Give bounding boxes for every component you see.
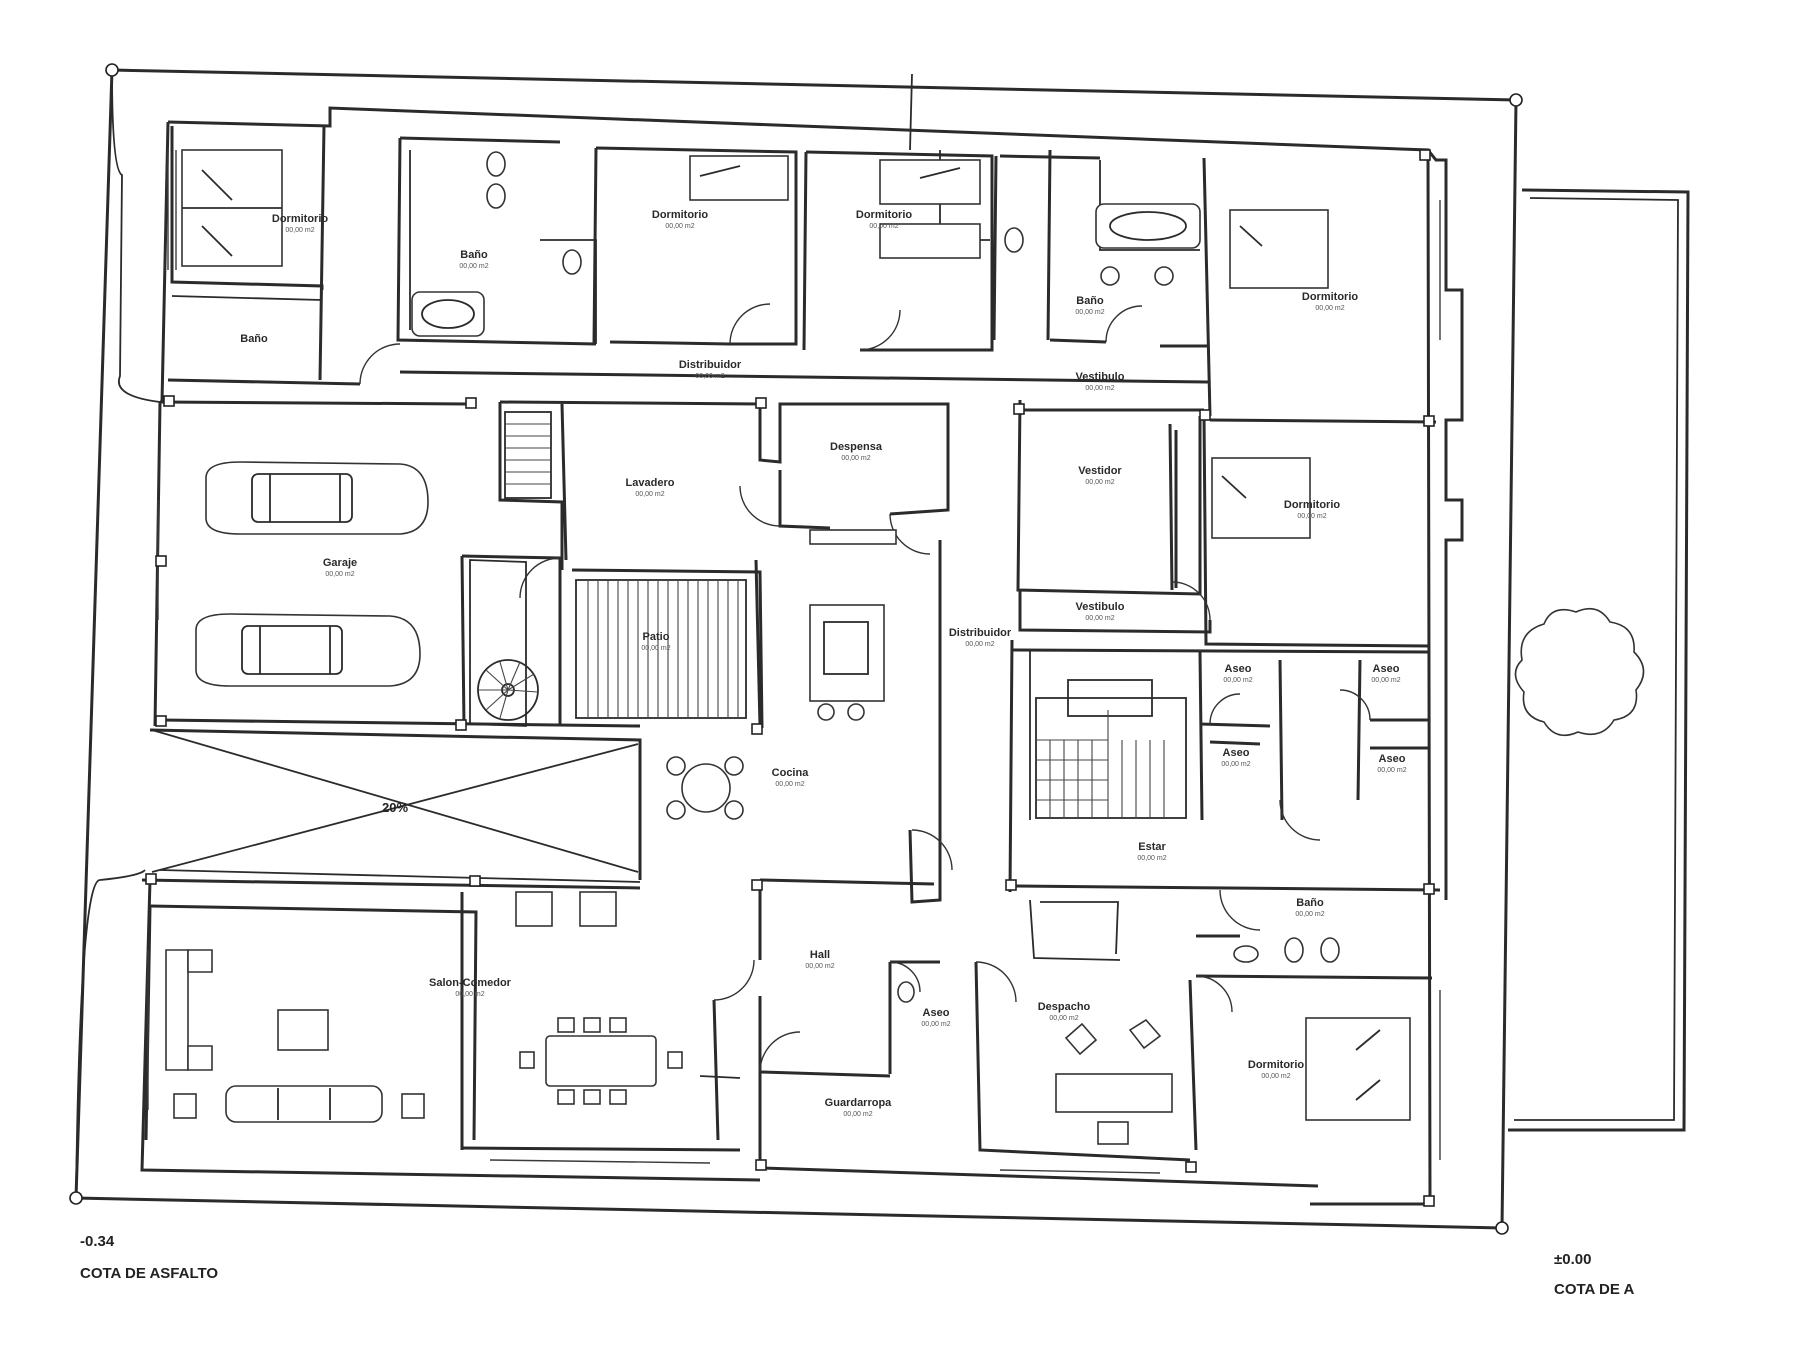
car-icon [205,461,429,535]
spiral-stair-icon [469,559,539,727]
room-label: Patio [643,631,670,643]
room-labels: Dormitorio 00,00 m2 Baño Baño 00,00 m2 D… [240,209,1406,1118]
fireplace [515,891,617,927]
table-icon [666,756,744,820]
room-area: 00,00 m2 [1075,309,1104,316]
level-annotations: -0.34 COTA DE ASFALTO ±0.00 COTA DE A [80,1233,1634,1298]
doors [359,303,1371,1073]
room-label: Distribuidor [679,359,742,371]
room-area: 00,00 m2 [1261,1073,1290,1080]
room-area: 00,00 m2 [921,1021,950,1028]
room-label: Dormitorio [272,213,329,225]
patio-hatch [575,579,747,719]
main-stair-icon [1035,679,1187,819]
kitchen-island [809,529,897,721]
room-area: 00,00 m2 [695,373,724,380]
level-left-value: -0.34 [80,1233,115,1250]
room-area: 00,00 m2 [325,571,354,578]
room-area: 00,00 m2 [1049,1015,1078,1022]
room-label: Cocina [772,767,810,779]
room-area: 00,00 m2 [1371,677,1400,684]
room-area: 00,00 m2 [841,455,870,462]
desk-icon [1055,1018,1173,1145]
room-label: Aseo [923,1007,950,1019]
room-area: 00,00 m2 [459,263,488,270]
room-label: Vestibulo [1076,601,1125,613]
room-area: 00,00 m2 [843,1111,872,1118]
ramp: 20% [149,728,642,883]
bed-icon [689,155,789,201]
north-wing-walls [167,125,1437,424]
room-area: 00,00 m2 [1221,761,1250,768]
bed-icon [879,159,981,259]
room-label: Hall [810,949,830,961]
room-label: Estar [1138,841,1166,853]
room-label: Despensa [830,441,883,453]
room-area: 00,00 m2 [775,781,804,788]
room-area: 00,00 m2 [1297,513,1326,520]
room-area: 00,00 m2 [1137,855,1166,862]
bed-icon [181,149,283,267]
room-label: Salon-Comedor [429,977,512,989]
room-area: 00,00 m2 [1085,615,1114,622]
room-label: Garaje [323,557,357,569]
room-label: Baño [240,333,268,345]
table-icon [519,1017,683,1105]
level-left-label: COTA DE ASFALTO [80,1265,218,1282]
room-area: 00,00 m2 [869,223,898,230]
room-label: Lavadero [626,477,675,489]
bathtub-icon [411,291,485,337]
room-area: 00,00 m2 [1315,305,1344,312]
room-label: Distribuidor [949,627,1012,639]
terrace [1508,188,1690,1132]
windows [147,150,1441,1174]
room-label: Aseo [1379,753,1406,765]
room-area: 00,00 m2 [665,223,694,230]
room-label: Vestibulo [1076,371,1125,383]
toilet-icon [486,151,1340,1003]
south-walls [141,878,1433,1170]
bed-icon [1229,209,1329,289]
room-label: Dormitorio [1302,291,1359,303]
room-label: Dormitorio [856,209,913,221]
room-label: Aseo [1223,747,1250,759]
site-boundary [69,63,1523,1235]
room-label: Dormitorio [1248,1059,1305,1071]
sofa-icon [165,949,425,1123]
room-area: 00,00 m2 [635,491,664,498]
level-right-value: ±0.00 [1554,1251,1591,1268]
room-area: 00,00 m2 [805,963,834,970]
room-area: 00,00 m2 [641,645,670,652]
bed-icon [1305,1017,1411,1121]
room-area: 00,00 m2 [1295,911,1324,918]
room-label: Aseo [1225,663,1252,675]
stair-icon [504,411,552,499]
car-icon [195,613,421,687]
room-area: 00,00 m2 [285,227,314,234]
room-area: 00,00 m2 [455,991,484,998]
bathtub-icon [1095,203,1201,249]
room-area: 00,00 m2 [1223,677,1252,684]
room-label: Despacho [1038,1001,1091,1013]
room-label: Aseo [1373,663,1400,675]
room-area: 00,00 m2 [965,641,994,648]
room-area: 00,00 m2 [1085,385,1114,392]
ramp-slope-label: 20% [382,800,408,815]
room-label: Guardarropa [825,1097,893,1109]
room-label: Baño [460,249,488,261]
tree-icon [1514,607,1645,737]
room-area: 00,00 m2 [1377,767,1406,774]
columns [145,149,1435,1207]
room-area: 00,00 m2 [1085,479,1114,486]
level-right-label: COTA DE A [1554,1281,1634,1298]
room-label: Dormitorio [1284,499,1341,511]
room-label: Vestidor [1078,465,1122,477]
room-label: Dormitorio [652,209,709,221]
bed-icon [1211,457,1311,539]
room-label: Baño [1296,897,1324,909]
room-label: Baño [1076,295,1104,307]
